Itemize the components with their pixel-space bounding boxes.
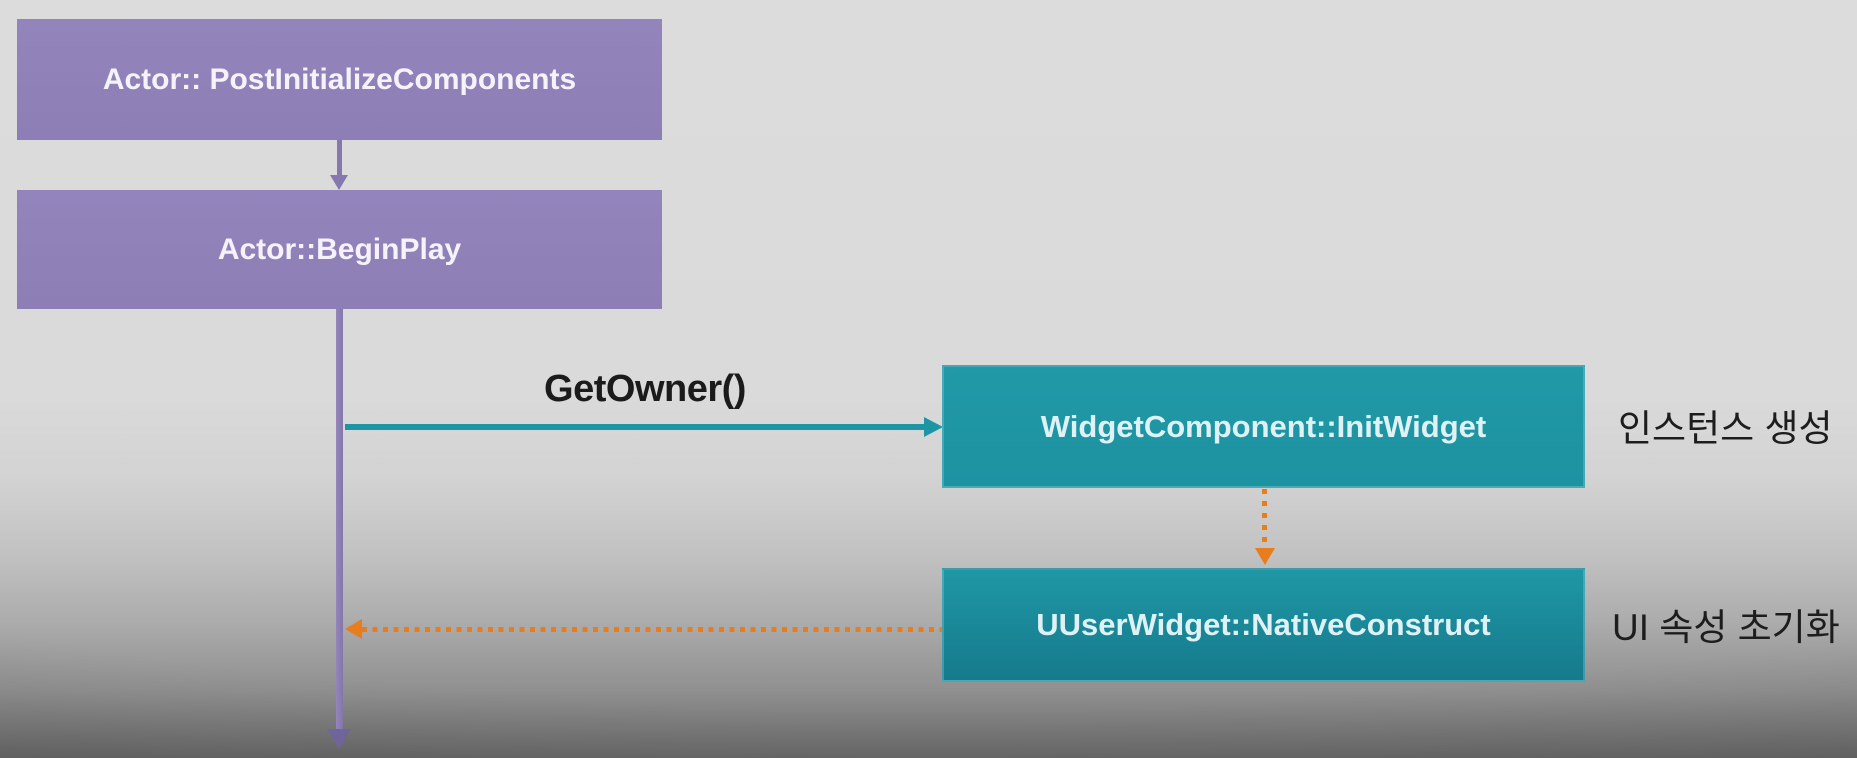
node-label: WidgetComponent::InitWidget: [1040, 408, 1487, 444]
connector-getowner: [345, 424, 926, 430]
node-init-widget: WidgetComponent::InitWidget: [942, 365, 1585, 488]
node-label: UUserWidget::NativeConstruct: [1036, 607, 1491, 642]
node-label: Actor::BeginPlay: [217, 232, 462, 266]
arrowhead-down-lifeline: [327, 729, 351, 749]
arrowhead-down-postinit: [330, 175, 348, 190]
arrowhead-down-orange: [1255, 548, 1275, 565]
annotation-instance-creation: 인스턴스 생성: [1618, 408, 1833, 449]
node-post-initialize-components: Actor:: PostInitializeComponents: [17, 19, 662, 140]
edge-label-getowner: GetOwner(): [544, 368, 746, 410]
node-label: Actor:: PostInitializeComponents: [102, 62, 577, 96]
arrowhead-right-getowner: [924, 417, 943, 437]
annotation-ui-property-init: UI 속성 초기화: [1612, 607, 1840, 648]
connector-postinit-to-beginplay: [337, 140, 342, 177]
node-native-construct: UUserWidget::NativeConstruct: [942, 568, 1585, 682]
arrowhead-left-orange: [345, 619, 362, 639]
connector-initwidget-to-nativeconstruct: [1262, 489, 1267, 549]
node-begin-play: Actor::BeginPlay: [17, 190, 662, 309]
lifeline-begin-play: [336, 309, 343, 730]
connector-nativeconstruct-return: [362, 627, 942, 632]
